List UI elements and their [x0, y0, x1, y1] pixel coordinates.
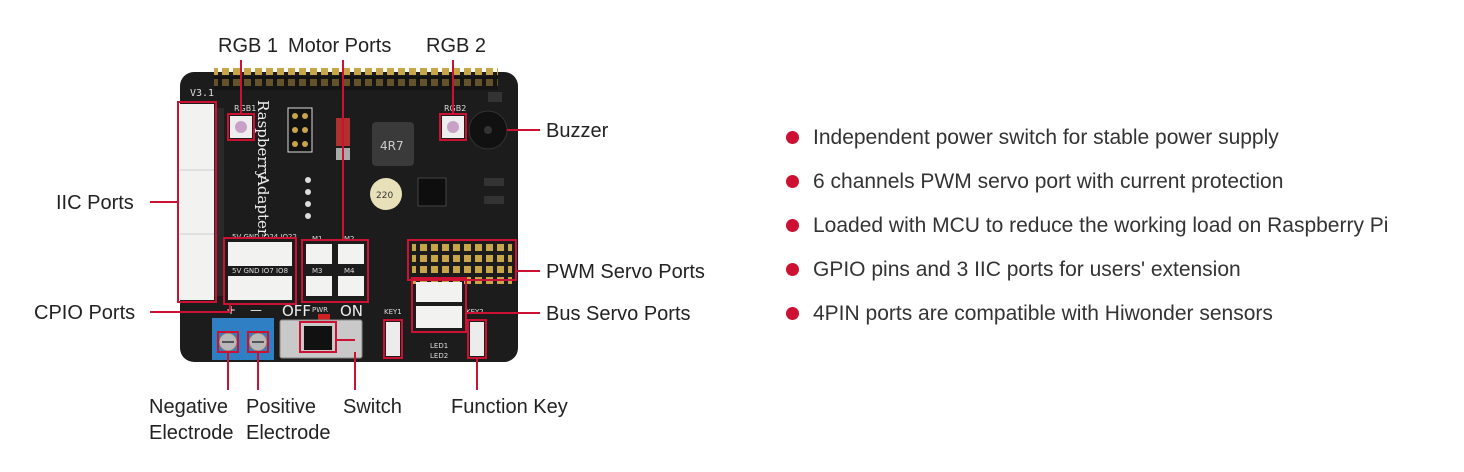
iic-connector-block	[180, 104, 214, 300]
bullet-icon	[786, 263, 799, 276]
svg-text:KEY1: KEY1	[384, 308, 402, 316]
gpio-connector-bottom	[228, 276, 292, 300]
feature-text: GPIO pins and 3 IIC ports for users' ext…	[813, 258, 1241, 281]
callout-positive-electrode: Positive Electrode	[246, 394, 331, 446]
bus-servo-port-bottom	[416, 306, 462, 328]
svg-text:5V GND IO7 IO8: 5V GND IO7 IO8	[232, 267, 288, 275]
mcu-chip	[417, 177, 447, 207]
feature-item: Independent power switch for stable powe…	[784, 120, 1388, 164]
feature-item: GPIO pins and 3 IIC ports for users' ext…	[784, 252, 1388, 296]
key1-highlight	[383, 319, 403, 359]
feature-text: Loaded with MCU to reduce the working lo…	[813, 214, 1389, 237]
key2-button	[470, 322, 484, 356]
svg-text:Adapter: Adapter	[254, 174, 272, 237]
small-header	[287, 107, 313, 153]
board-version: V3.1	[190, 88, 214, 99]
motor-ports-highlight	[301, 239, 369, 303]
svg-text:LED2: LED2	[430, 352, 448, 360]
bullet-icon	[786, 307, 799, 320]
svg-text:4R7: 4R7	[380, 139, 404, 153]
capacitor	[370, 178, 402, 210]
svg-text:M3: M3	[312, 267, 323, 275]
key1-button	[386, 322, 400, 356]
callout-cpio-ports: CPIO Ports	[34, 302, 136, 324]
svg-text:—: —	[250, 303, 262, 317]
callout-positive-line1: Positive	[246, 396, 317, 418]
leader-lines	[150, 60, 540, 390]
callout-iic-ports: IIC Ports	[56, 192, 134, 214]
svg-text:ON: ON	[340, 302, 363, 320]
feature-text: 4PIN ports are compatible with Hiwonder …	[813, 302, 1273, 325]
bullet-icon	[786, 175, 799, 188]
motor-port-m3	[306, 276, 332, 296]
callout-negative-line2: Electrode	[149, 422, 234, 444]
motor-port-m2	[338, 244, 364, 264]
feature-list: Independent power switch for stable powe…	[784, 120, 1388, 340]
bullet-icon	[786, 219, 799, 232]
pwm-servo-highlight	[407, 239, 517, 281]
feature-item: Loaded with MCU to reduce the working lo…	[784, 208, 1388, 252]
callout-switch: Switch	[343, 396, 402, 418]
motor-port-m4	[338, 276, 364, 296]
callout-bus-servo-ports: Bus Servo Ports	[546, 303, 691, 325]
svg-text:OFF: OFF	[282, 302, 311, 320]
svg-text:LED1: LED1	[430, 342, 448, 350]
feature-item: 6 channels PWM servo port with current p…	[784, 164, 1388, 208]
pwr-led	[318, 314, 330, 320]
feature-item: 4PIN ports are compatible with Hiwonder …	[784, 296, 1388, 340]
callout-negative-line1: Negative	[149, 396, 228, 418]
callout-pwm-servo-ports: PWM Servo Ports	[546, 261, 705, 283]
svg-text:RGB2: RGB2	[444, 104, 466, 113]
gpio-highlight	[223, 237, 297, 305]
callout-function-key: Function Key	[451, 396, 568, 418]
feature-text: Independent power switch for stable powe…	[813, 126, 1279, 149]
switch-highlight	[299, 321, 337, 353]
gpio-connector-top	[228, 242, 292, 266]
bus-servo-port-top	[416, 282, 462, 302]
motor-port-m1	[306, 244, 332, 264]
callout-motor-ports: Motor Ports	[288, 35, 392, 57]
inductor	[372, 122, 414, 166]
svg-text:M4: M4	[344, 267, 355, 275]
callout-negative-electrode: Negative Electrode	[149, 394, 234, 446]
svg-text:Raspberry: Raspberry	[254, 100, 272, 180]
bus-servo-highlight	[411, 277, 467, 333]
callout-rgb1: RGB 1	[218, 35, 279, 57]
svg-text:PWR: PWR	[312, 306, 328, 314]
feature-text: 6 channels PWM servo port with current p…	[813, 170, 1284, 193]
svg-text:220: 220	[376, 191, 393, 201]
svg-text:RGB1: RGB1	[234, 104, 256, 113]
callout-buzzer: Buzzer	[546, 120, 609, 142]
bullet-icon	[786, 131, 799, 144]
svg-text:+: +	[226, 303, 236, 317]
callout-positive-line2: Electrode	[246, 422, 331, 444]
callout-rgb2: RGB 2	[426, 35, 487, 57]
